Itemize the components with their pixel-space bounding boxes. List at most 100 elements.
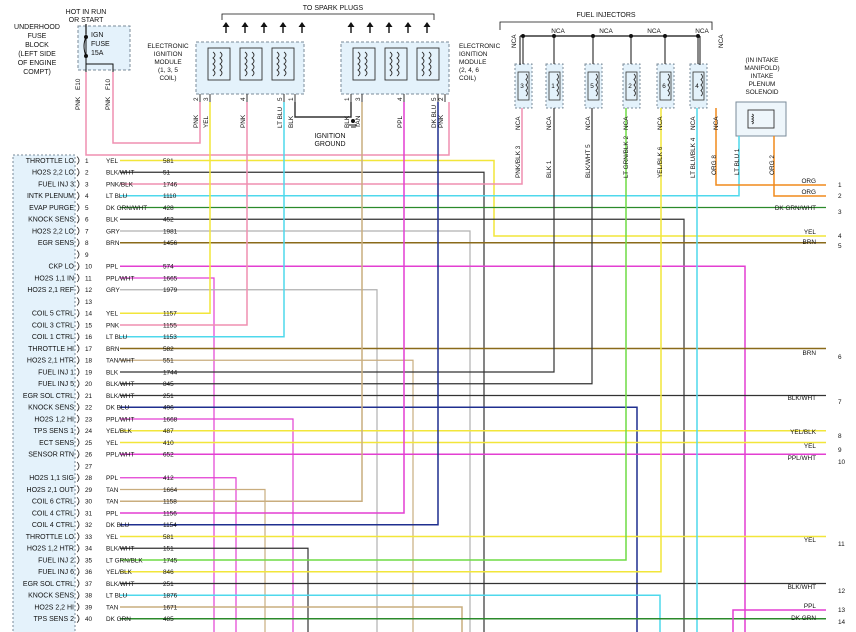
module-pin-num: 2 — [193, 97, 200, 101]
circuit-number: 845 — [163, 381, 174, 388]
wire-solenoid-org-1 — [715, 108, 826, 186]
pin-number: 21 — [85, 393, 93, 400]
circuit-number: 1744 — [163, 369, 178, 376]
pin-number: 11 — [85, 275, 92, 282]
wire-color: YEL — [106, 311, 119, 318]
fuel-injectors-label: FUEL INJECTORS — [576, 12, 635, 19]
spark-plug-arrow-icon — [298, 22, 306, 27]
module-pin-color: LT BLU — [277, 107, 284, 128]
connector-cavity-icon — [76, 226, 80, 236]
wire-pin-15 — [120, 102, 248, 326]
injector-body — [625, 71, 638, 101]
module-pin-color: PNK — [438, 114, 445, 128]
module-pin-color: BLK — [344, 115, 351, 128]
circuit-number: 251 — [163, 581, 174, 588]
injector-coil-icon — [700, 73, 703, 97]
pin-number: 20 — [85, 381, 93, 388]
circuit-number: 574 — [163, 264, 174, 271]
spark-plug-arrow-icon — [385, 22, 393, 27]
wire-color: LT BLU — [106, 193, 127, 200]
nca-label: NCA — [713, 116, 720, 130]
module-title: MODULE — [154, 59, 181, 66]
connector-cavity-icon — [76, 461, 80, 471]
pin-label: COIL 5 CTRL — [32, 311, 74, 318]
circuit-number: 1668 — [163, 416, 178, 423]
module-title: IGNITION — [154, 51, 183, 58]
connector-cavity-icon — [76, 402, 80, 412]
wire-color: YEL — [106, 534, 119, 541]
wire-pin-30 — [120, 102, 363, 502]
injector-body — [517, 71, 530, 101]
circuit-number: 487 — [163, 428, 174, 435]
module-pin-color: TAN — [355, 115, 362, 128]
spark-plug-arrow-icon — [260, 22, 268, 27]
connector-cavity-icon — [76, 273, 80, 283]
fuse-label: IGN — [91, 32, 103, 39]
wire-color: BLK — [106, 217, 119, 224]
pin-label: HO2S 1,2 HI — [34, 416, 74, 423]
circuit-number: 1158 — [163, 499, 177, 506]
module-pin-color: YEL — [203, 115, 210, 128]
wire-color: GRY — [106, 287, 120, 294]
wire-color: PPL — [106, 264, 119, 271]
pin-number: 40 — [85, 616, 93, 623]
fuse-block-label: BLOCK — [25, 42, 49, 49]
ignition-module-1 — [195, 41, 305, 95]
wire-color: PPL/WHT — [106, 452, 135, 459]
wire-color: PPL/WHT — [106, 416, 135, 423]
coil-housing — [384, 47, 408, 81]
pin-number: 2 — [85, 170, 89, 177]
module-pin-num: 1 — [344, 97, 351, 101]
module-title: ELECTRONIC — [459, 43, 501, 50]
connector-cavity-icon — [76, 414, 80, 424]
nca-label: NCA — [657, 116, 664, 130]
wire-color: BRN — [106, 240, 120, 247]
circuit-number: 551 — [163, 358, 174, 365]
wire-pin-36 — [120, 108, 662, 573]
connector-cavity-icon — [76, 203, 80, 212]
pin-number: 39 — [85, 604, 93, 611]
injector-body — [692, 71, 705, 101]
ignition-ground-label: IGNITION — [314, 133, 345, 140]
connector-cavity-icon — [76, 520, 80, 530]
nca-label: NCA — [585, 116, 592, 130]
circuit-number: 652 — [163, 452, 174, 459]
coil-winding — [212, 51, 216, 77]
wire-pin-2 — [120, 171, 485, 632]
wire-color: BLK/WHT — [106, 393, 135, 400]
fuse-icon — [83, 36, 87, 57]
coil-winding — [428, 51, 432, 77]
spark-plug-arrow-icon — [279, 22, 287, 27]
pin-label: FUEL INJ 5 — [38, 381, 74, 388]
pin-number: 5 — [85, 205, 89, 212]
connector-cavity-icon — [76, 179, 80, 189]
nca-label: NCA — [546, 116, 553, 130]
wire-pin-20 — [120, 108, 593, 385]
right-wire-label: BRN — [803, 239, 817, 246]
circuit-number: 1671 — [163, 604, 178, 611]
module-title: MODULE — [459, 59, 486, 66]
injector-wire-label: YEL/BLK 6 — [657, 146, 664, 178]
coil-housing — [416, 47, 440, 81]
wire-solenoid-org-2 — [773, 136, 826, 197]
pin-label: FUEL INJ 3 — [38, 181, 74, 188]
right-wire-label: YEL — [804, 443, 817, 450]
connector-cavity-icon — [76, 391, 80, 400]
injector-number: 3 — [520, 83, 524, 90]
circuit-number: 251 — [163, 393, 174, 400]
pin-number: 23 — [85, 416, 93, 423]
wire-pin-31 — [120, 102, 405, 514]
pin-label: THROTTLE HI — [28, 346, 74, 353]
injector-number: 1 — [551, 83, 555, 90]
connector-cavity-icon — [76, 320, 80, 330]
module-pin-color: PNK — [193, 114, 200, 128]
wire-pin-11 — [120, 277, 215, 632]
solenoid-pin-label: ORG 2 — [769, 155, 776, 175]
coil-primary-icon — [421, 51, 425, 77]
wire-color: BLK/WHT — [106, 381, 135, 388]
coil-primary-icon — [244, 51, 248, 77]
right-connector-number: 5 — [838, 243, 842, 250]
coil-secondary-icon — [396, 51, 400, 77]
ground-wire — [294, 102, 352, 118]
